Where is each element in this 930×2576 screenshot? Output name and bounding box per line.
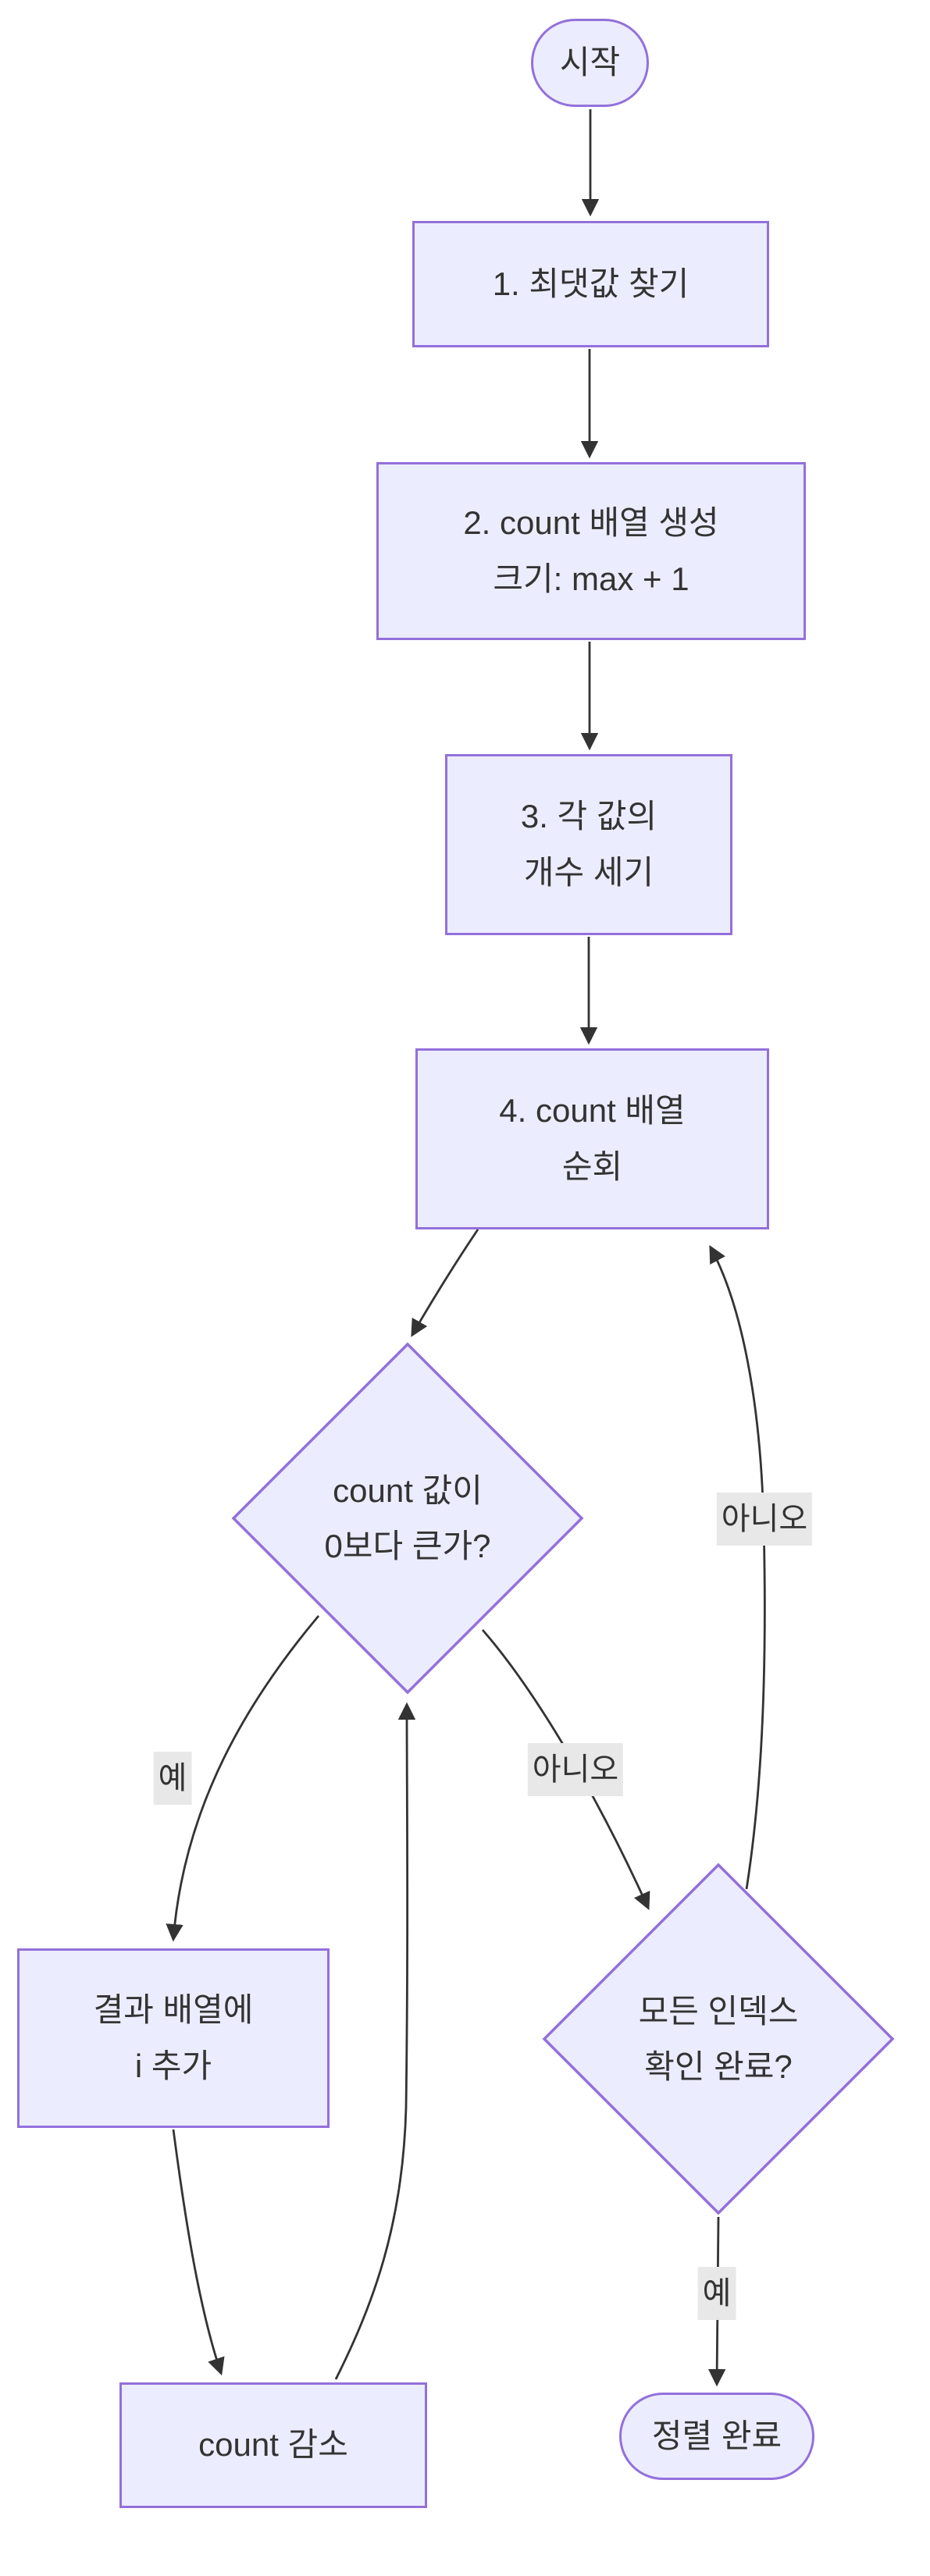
edge-add-result-to-decrement [172, 2129, 225, 2376]
step3-count-values-node: 3. 각 값의 개수 세기 [445, 754, 732, 935]
step2-label-line2: 크기: max + 1 [493, 560, 689, 597]
step4-label-line1: 4. count 배열 [499, 1091, 686, 1129]
decision-index-diamond [542, 1863, 895, 2215]
add-to-result-node: 결과 배열에 i 추가 [17, 1948, 330, 2128]
step2-create-count-array-node: 2. count 배열 생성 크기: max + 1 [376, 462, 806, 640]
step2-label-line1: 2. count 배열 생성 [463, 503, 719, 541]
end-node: 정렬 완료 [619, 2393, 814, 2480]
step3-label-line1: 3. 각 값의 [520, 797, 657, 834]
edge-decision-index-no-to-step4 [709, 1245, 766, 1890]
edge-decision-count-yes-to-add-result [166, 1615, 320, 1942]
edge-label-yes-2: 예 [697, 2267, 736, 2320]
decision-count-diamond [231, 1342, 584, 1695]
start-node-label: 시작 [559, 44, 621, 81]
end-node-label: 정렬 완료 [651, 2417, 782, 2454]
decrement-count-node: count 감소 [119, 2382, 427, 2508]
add-to-result-line1: 결과 배열에 [93, 1991, 254, 2028]
decrement-count-label: count 감소 [198, 2426, 348, 2464]
edge-label-yes-1: 예 [153, 1752, 192, 1805]
edge-step4-to-decision-count [411, 1229, 479, 1337]
step4-label-line2: 순회 [561, 1148, 623, 1185]
add-to-result-line2: i 추가 [134, 2048, 212, 2084]
edge-label-no-2: 아니오 [716, 1493, 813, 1546]
edge-decrement-to-decision-count [334, 1702, 416, 2380]
step3-label-line2: 개수 세기 [523, 854, 654, 891]
step1-find-max-node: 1. 최댓값 찾기 [412, 221, 769, 347]
step4-traverse-count-array-node: 4. count 배열 순회 [415, 1048, 769, 1229]
edge-label-no-1: 아니오 [527, 1743, 624, 1796]
step1-label: 1. 최댓값 찾기 [492, 265, 689, 302]
start-node: 시작 [531, 19, 649, 107]
